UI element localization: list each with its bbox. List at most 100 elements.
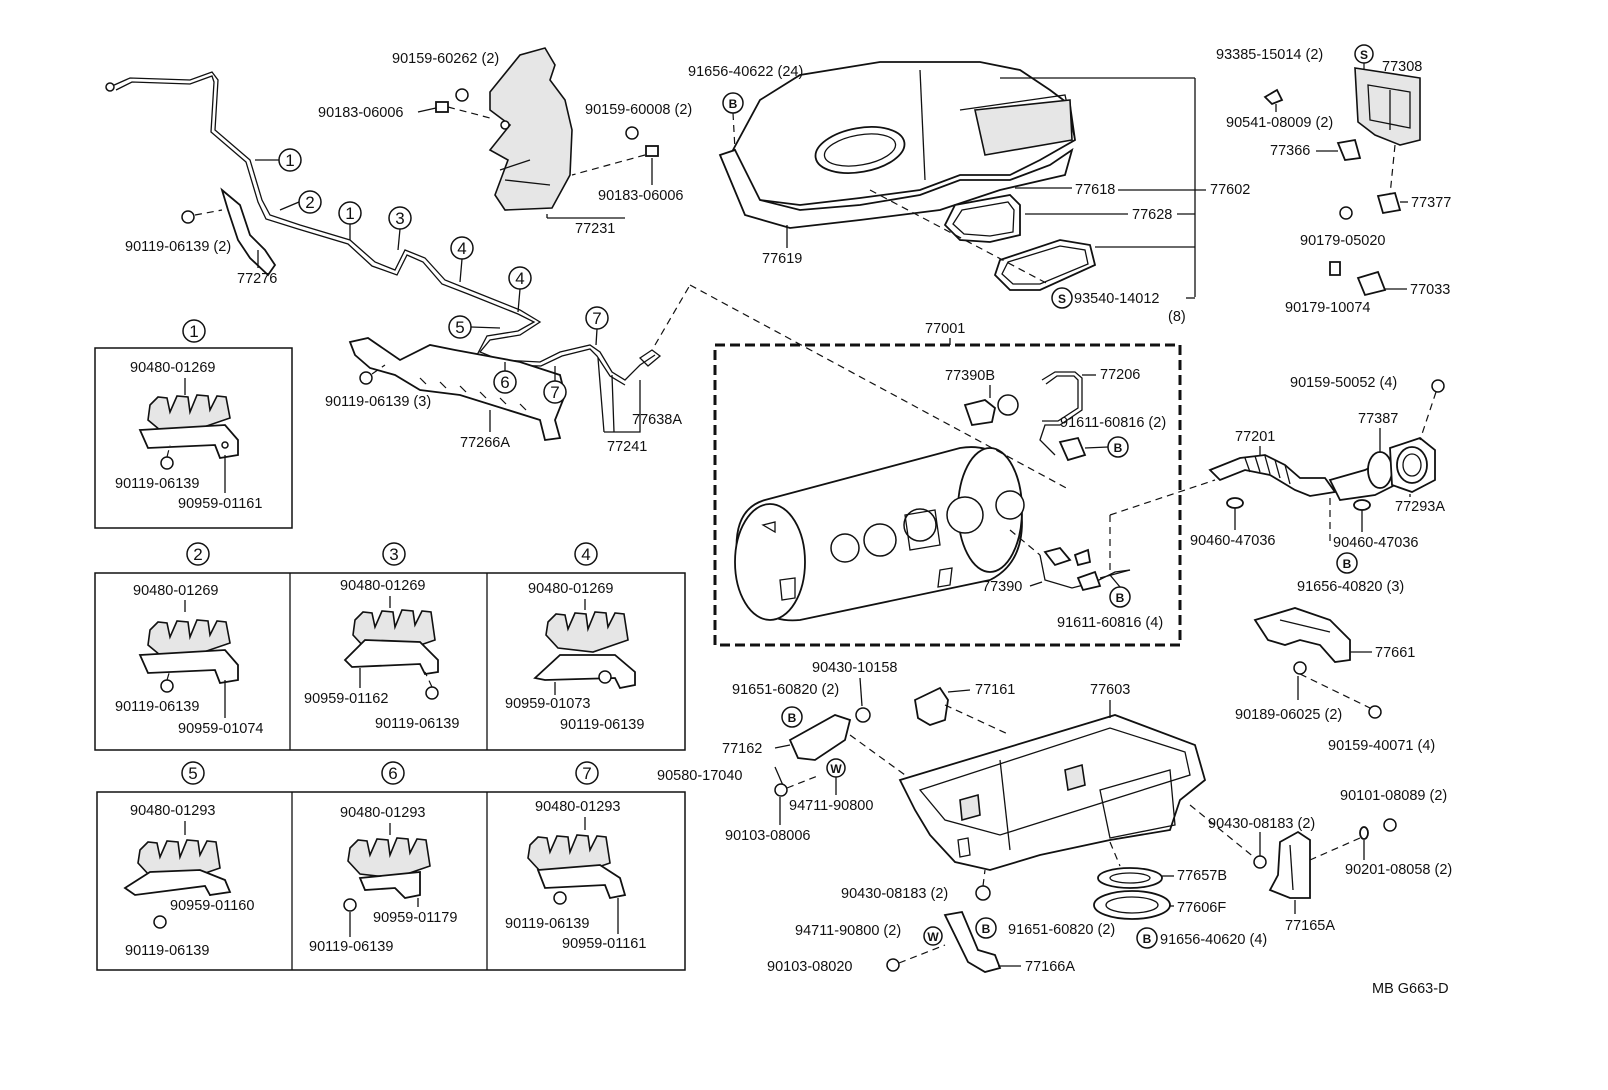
label-91656-40620: 91656-40620 (4) (1160, 932, 1267, 948)
bolt-icon (160, 456, 174, 470)
pipe-fitting-icon (105, 82, 115, 92)
label-77162: 77162 (722, 741, 762, 757)
label-90189-06025: 90189-06025 (2) (1235, 707, 1342, 723)
svg-text:B: B (982, 922, 991, 936)
label-91651-60820-bot: 91651-60820 (2) (1008, 922, 1115, 938)
label-77293A: 77293A (1395, 499, 1445, 515)
bracket-77166A (943, 910, 1002, 973)
label-77606F: 77606F (1177, 900, 1226, 916)
svg-text:6: 6 (388, 764, 397, 783)
label-90430-08183-r: 90430-08183 (2) (1208, 816, 1315, 832)
filler-pipe-77387 (1328, 451, 1396, 501)
svg-text:7: 7 (582, 764, 591, 783)
bolt-icon (774, 783, 788, 797)
bolt-icon (886, 958, 900, 972)
tank-cover-77602 (718, 61, 1076, 229)
label-77638A: 77638A (632, 412, 682, 428)
label-77201: 77201 (1235, 429, 1275, 445)
svg-text:90959-01162: 90959-01162 (304, 691, 388, 707)
label-77377: 77377 (1411, 195, 1451, 211)
svg-text:90480-01269: 90480-01269 (133, 583, 218, 599)
svg-text:90959-01179: 90959-01179 (373, 910, 457, 926)
label-77661: 77661 (1375, 645, 1415, 661)
label-90119-06139-2: 90119-06139 (2) (125, 239, 231, 255)
bracket-77308 (1354, 67, 1421, 146)
label-93385-15014: 93385-15014 (2) (1216, 47, 1323, 63)
tank-assembly-box (713, 343, 1182, 647)
label-90580-17040: 90580-17040 (657, 768, 742, 784)
symbol-B (1336, 552, 1358, 574)
label-90460-47036a: 90460-47036 (1190, 533, 1275, 549)
svg-text:W: W (927, 930, 939, 944)
svg-text:90119-06139: 90119-06139 (125, 943, 209, 959)
svg-text:90119-06139: 90119-06139 (505, 916, 589, 932)
clamp-box-3: 3 90480-01269 90959-01162 90119-06139 (304, 542, 459, 732)
label-91611-60816-2: 91611-60816 (2) (1060, 415, 1166, 431)
label-77619: 77619 (762, 251, 802, 267)
label-90159-50052: 90159-50052 (4) (1290, 375, 1397, 391)
nut-icon (975, 885, 991, 901)
label-93540-qty: (8) (1168, 309, 1186, 325)
washer-icon (1359, 826, 1369, 840)
label-77308: 77308 (1382, 59, 1422, 75)
label-77390B: 77390B (945, 368, 995, 384)
sensor-77390 (1039, 546, 1131, 592)
svg-text:5: 5 (455, 318, 464, 337)
symbol-B (781, 706, 803, 728)
label-93540-14012: 93540-14012 (1074, 291, 1159, 307)
label-91651-60820-top: 91651-60820 (2) (732, 682, 839, 698)
svg-text:90480-01269: 90480-01269 (528, 581, 613, 597)
svg-text:90480-01293: 90480-01293 (340, 805, 425, 821)
label-91656-40622: 91656-40622 (24) (688, 64, 803, 80)
svg-text:B: B (1343, 557, 1352, 571)
shield-77231 (488, 47, 573, 211)
svg-text:5: 5 (188, 764, 197, 783)
label-77161: 77161 (975, 682, 1015, 698)
clamp-77033 (1356, 270, 1387, 297)
pipe-callouts: 1 2 1 3 4 4 5 6 7 7 (255, 148, 609, 404)
gasket-77606F (1093, 890, 1171, 920)
svg-text:2: 2 (305, 193, 314, 212)
clamp-box-6: 6 90480-01293 90959-01179 90119-06139 (309, 761, 457, 955)
label-90159-60262: 90159-60262 (2) (392, 51, 499, 67)
svg-text:90480-01269: 90480-01269 (340, 578, 425, 594)
svg-text:90959-01074: 90959-01074 (178, 721, 263, 737)
label-77033: 77033 (1410, 282, 1450, 298)
svg-text:90959-01073: 90959-01073 (505, 696, 590, 712)
nut-icon (1339, 206, 1353, 220)
svg-text:90119-06139: 90119-06139 (375, 716, 459, 732)
svg-text:90480-01293: 90480-01293 (130, 803, 215, 819)
label-77602: 77602 (1210, 182, 1250, 198)
bolt-icon (1431, 379, 1445, 393)
label-77603: 77603 (1090, 682, 1130, 698)
label-94711-90800: 94711-90800 (789, 798, 873, 814)
sensor-77206 (1039, 371, 1087, 462)
label-90159-40071: 90159-40071 (4) (1328, 738, 1435, 754)
diagram-code: MB G663-D (1372, 981, 1449, 997)
label-94711-90800-2: 94711-90800 (2) (795, 923, 901, 939)
label-90183-06006b: 90183-06006 (598, 188, 683, 204)
svg-text:1: 1 (189, 322, 198, 341)
clip-77377 (1376, 191, 1402, 215)
bracket-77165A (1268, 830, 1311, 899)
svg-text:90480-01293: 90480-01293 (535, 799, 620, 815)
tank-protector-77603 (898, 714, 1207, 871)
svg-text:B: B (1143, 932, 1152, 946)
label-90103-08006: 90103-08006 (725, 828, 810, 844)
label-77276: 77276 (237, 271, 277, 287)
svg-text:W: W (830, 762, 842, 776)
nut-icon (1293, 661, 1307, 675)
svg-text:90119-06139: 90119-06139 (309, 939, 393, 955)
fuel-pipe-assembly (105, 71, 662, 441)
gas-tank-77001 (734, 446, 1025, 622)
label-90460-47036b: 90460-47036 (1333, 535, 1418, 551)
label-90101-08089: 90101-08089 (2) (1340, 788, 1447, 804)
nut-icon (645, 145, 659, 157)
bracket-77162 (788, 714, 852, 761)
svg-text:1: 1 (285, 151, 294, 170)
svg-text:S: S (1058, 292, 1066, 306)
clamp-box-1: 1 90480-01269 90119-06139 90959-01161 (94, 319, 293, 529)
bracket-77661 (1253, 607, 1351, 663)
label-77657B: 77657B (1177, 868, 1227, 884)
label-77390: 77390 (982, 579, 1022, 595)
